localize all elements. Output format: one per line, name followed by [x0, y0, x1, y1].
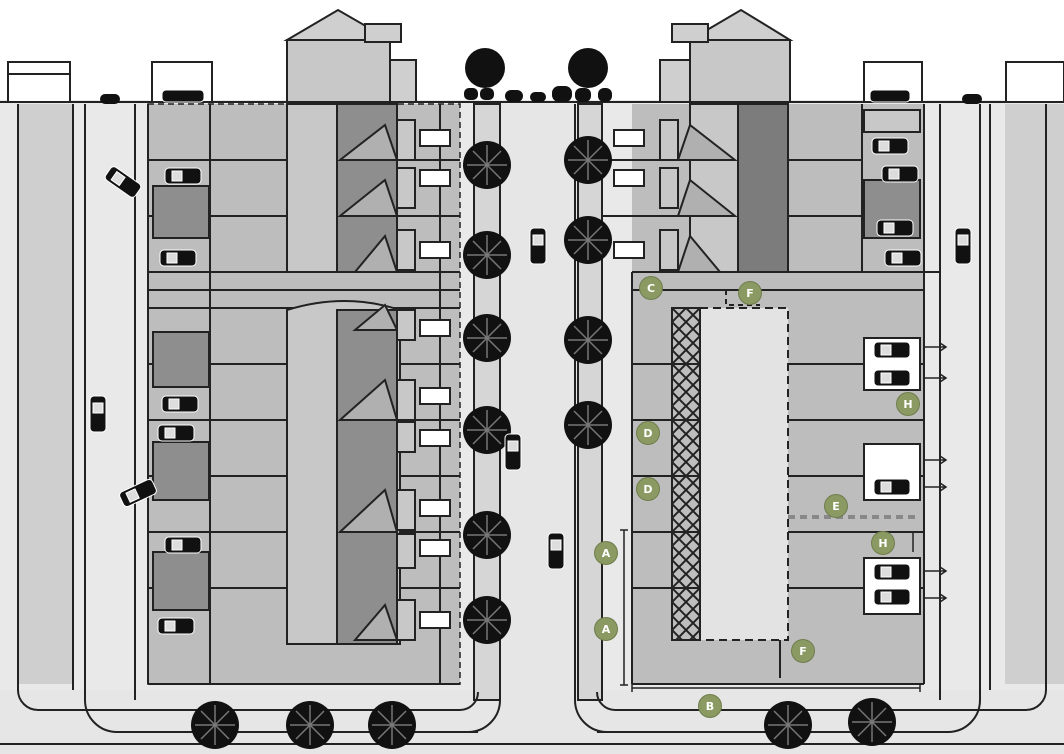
- west-houses-south: [286, 300, 416, 645]
- east-verge: [1005, 104, 1064, 684]
- tree-canopy-icon: [463, 511, 511, 559]
- central-street: [500, 104, 575, 754]
- east-dimension-lines: [620, 515, 921, 692]
- car-icon: [873, 369, 911, 387]
- tree-canopy-icon: [764, 701, 812, 749]
- tree-canopy-icon: [191, 701, 239, 749]
- east-access-arrows: [924, 342, 948, 603]
- tree-canopy-icon: [564, 401, 612, 449]
- car-icon: [104, 166, 142, 198]
- car-icon: [159, 249, 197, 267]
- car-icon: [161, 89, 205, 103]
- car-icon: [164, 536, 202, 554]
- east-parcel-dimension: [725, 290, 760, 306]
- west-front-steps: [419, 129, 451, 629]
- car-icon: [547, 532, 565, 570]
- east-open-parcel: [699, 307, 789, 641]
- tree-canopy-icon: [564, 136, 612, 184]
- tree-canopy-icon: [564, 316, 612, 364]
- tree-canopy-icon: [463, 406, 511, 454]
- east-road: [940, 104, 990, 704]
- parked-cars: [89, 89, 972, 635]
- east-houses-north: [659, 103, 789, 273]
- car-icon: [881, 165, 919, 183]
- tree-canopy-icon: [286, 701, 334, 749]
- skyline-houses: [7, 8, 1064, 103]
- car-icon: [873, 341, 911, 359]
- top-shrubs: [100, 48, 982, 104]
- car-icon: [954, 227, 972, 265]
- east-front-steps: [613, 129, 645, 259]
- car-icon: [873, 478, 911, 496]
- car-icon: [873, 588, 911, 606]
- west-houses-north: [286, 103, 416, 273]
- west-garages: [152, 185, 210, 611]
- car-icon: [119, 478, 157, 508]
- car-icon: [161, 395, 199, 413]
- car-icon: [89, 395, 107, 433]
- tree-canopy-icon: [463, 141, 511, 189]
- tree-canopy-icon: [368, 701, 416, 749]
- tree-canopy-icon: [848, 698, 896, 746]
- car-icon: [504, 433, 522, 471]
- car-icon: [884, 249, 922, 267]
- car-icon: [164, 167, 202, 185]
- tree-canopy-icon: [463, 314, 511, 362]
- tree-canopy-icon: [463, 231, 511, 279]
- tree-canopy-icon: [564, 216, 612, 264]
- west-verge: [18, 104, 73, 684]
- car-icon: [876, 219, 914, 237]
- car-icon: [873, 563, 911, 581]
- car-icon: [529, 227, 547, 265]
- car-icon: [869, 89, 911, 103]
- car-icon: [871, 137, 909, 155]
- tree-canopy-icon: [463, 596, 511, 644]
- east-lattice-screen: [671, 307, 701, 641]
- street-trees: [191, 136, 896, 749]
- west-dashed-boundary: [147, 103, 461, 685]
- car-icon: [157, 424, 195, 442]
- car-icon: [157, 617, 195, 635]
